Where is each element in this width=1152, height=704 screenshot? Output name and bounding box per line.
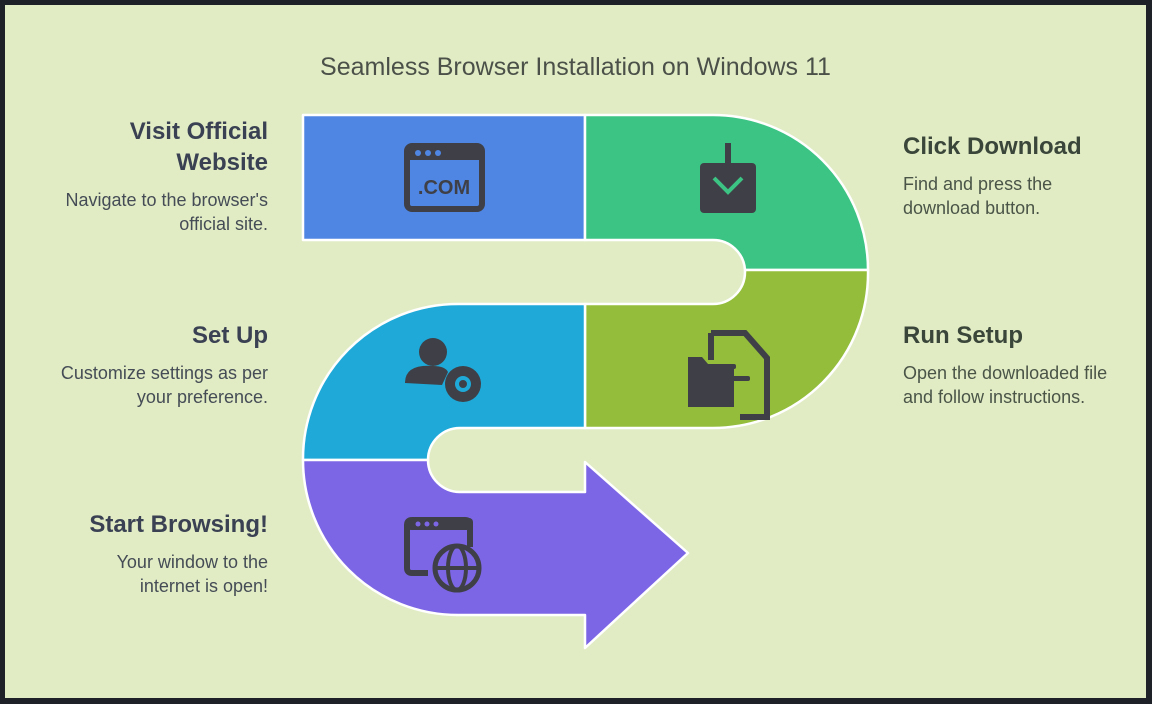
browser-globe-icon [404,517,482,593]
step-description: Navigate to the browser's official site. [65,190,268,234]
step-description: Customize settings as per your preferenc… [60,363,268,407]
step-start-browsing: Start Browsing! Your window to the inter… [8,509,268,598]
user-settings-icon [405,338,481,402]
step-heading: Set Up [191,322,268,349]
diagram-title: Seamless Browser Installation on Windows… [320,53,831,81]
diagram-canvas: Seamless Browser Installation on Windows… [5,5,1146,698]
download-icon [700,143,756,213]
step-visit-website: Visit Official Website Navigate to the b… [8,116,268,236]
step-description: Open the downloaded file and follow inst… [903,363,1108,407]
step-run-setup: Run Setup Open the downloaded file and f… [903,320,1143,409]
step-click-download: Click Download Find and press the downlo… [903,131,1143,220]
segment-run-setup [583,268,870,430]
step-heading: Click Download [903,133,1082,160]
step-heading: Visit Official Website [129,118,268,176]
step-description: Your window to the internet is open! [116,552,268,596]
segment-set-up [301,302,587,462]
web-address-icon: .COM [404,143,485,212]
segment-start-browsing [301,458,690,650]
step-description: Find and press the download button. [903,174,1053,218]
step-set-up: Set Up Customize settings as per your pr… [8,320,268,409]
process-path: .COM [301,113,870,650]
step-heading: Start Browsing! [89,511,268,538]
step-heading: Run Setup [903,322,1023,349]
file-folder-icon [688,330,770,420]
svg-text:.COM: .COM [418,177,470,199]
